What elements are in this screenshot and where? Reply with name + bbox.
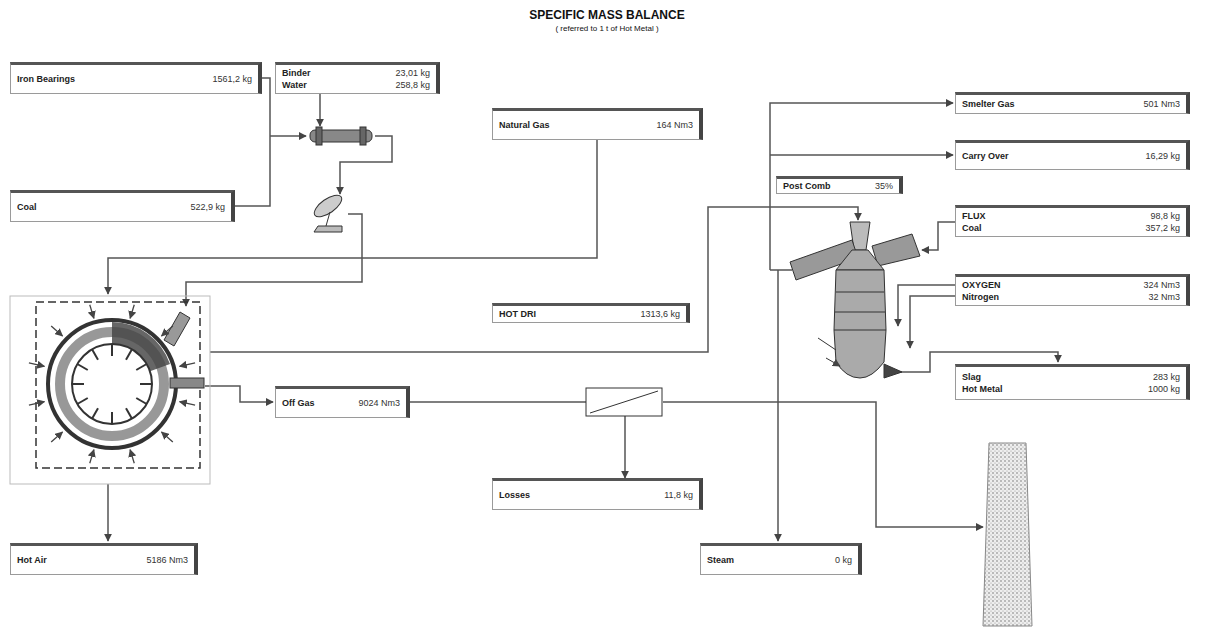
quantity-value: 324 Nm3 [1143, 280, 1180, 291]
quantity-value: 522,9 kg [190, 202, 225, 213]
stack [983, 443, 1032, 626]
stream-name: Hot Metal [962, 384, 1003, 395]
quantity-value: 1561,2 kg [212, 74, 252, 85]
stream-name: Binder [282, 68, 311, 79]
quantity-value: 258,8 kg [395, 80, 430, 91]
process-box: Carry Over 16,29 kg [955, 140, 1190, 170]
quantity-value: 5186 Nm3 [146, 555, 188, 566]
gas-cleaner [586, 388, 662, 416]
quantity-value: 1313,6 kg [640, 309, 680, 320]
process-box: HOT DRI 1313,6 kg [492, 303, 690, 323]
quantity-value: 164 Nm3 [656, 120, 693, 131]
stream-name: Water [282, 80, 311, 91]
quantity-value: 9024 Nm3 [358, 398, 400, 409]
process-box: Hot Air 5186 Nm3 [10, 543, 198, 575]
flow-lines [108, 78, 1058, 541]
stream-name: Losses [499, 490, 530, 501]
stream-name: Carry Over [962, 151, 1009, 162]
stream-name: OXYGEN [962, 280, 1001, 291]
process-box: Steam 0 kg [700, 543, 862, 575]
quantity-value: 0 kg [835, 555, 852, 566]
quantity-value: 11,8 kg [664, 490, 693, 501]
stream-name: Hot Air [17, 555, 47, 566]
process-box: Losses 11,8 kg [492, 478, 703, 510]
stream-name: Iron Bearings [17, 74, 75, 85]
quantity-value: 35% [875, 181, 893, 192]
stream-name: FLUX [962, 211, 986, 222]
stream-name: Nitrogen [962, 292, 1001, 303]
pelletizer-dish [311, 191, 345, 232]
process-box: Off Gas 9024 Nm3 [275, 386, 410, 418]
smelter-vessel [790, 222, 920, 378]
quantity-value: 501 Nm3 [1143, 99, 1180, 110]
quantity-value: 1000 kg [1148, 384, 1180, 395]
diagram-title: SPECIFIC MASS BALANCE [0, 8, 1214, 22]
process-box: Iron Bearings 1561,2 kg [10, 62, 262, 94]
process-box: Post Comb 35% [776, 176, 903, 194]
quantity-value: 357,2 kg [1145, 223, 1180, 234]
stream-name: Coal [17, 202, 37, 213]
stream-name: HOT DRI [499, 309, 536, 320]
process-box: Smelter Gas 501 Nm3 [955, 92, 1190, 114]
subtitle: ( referred to 1 t of Hot Metal ) [0, 24, 1214, 33]
process-box: Slag 283 kg Hot Metal 1000 kg [955, 364, 1190, 400]
quantity-value: 283 kg [1148, 372, 1180, 383]
rotary-hearth-furnace [10, 296, 210, 484]
stream-name: Off Gas [282, 398, 315, 409]
stream-name: Smelter Gas [962, 99, 1015, 110]
stream-name: Coal [962, 223, 986, 234]
quantity-value: 16,29 kg [1145, 151, 1180, 162]
stream-name: Steam [707, 555, 734, 566]
quantity-value: 98,8 kg [1145, 211, 1180, 222]
process-box: Coal 522,9 kg [10, 190, 235, 222]
process-box: OXYGEN 324 Nm3Nitrogen 32 Nm3 [955, 274, 1190, 306]
process-box: Natural Gas 164 Nm3 [492, 108, 703, 140]
quantity-value: 23,01 kg [395, 68, 430, 79]
process-box: Binder 23,01 kg Water 258,8 kg [275, 62, 440, 94]
stream-name: Natural Gas [499, 120, 550, 131]
process-box: FLUX 98,8 kg Coal 357,2 kg [955, 205, 1190, 237]
stream-name: Post Comb [783, 181, 831, 192]
mixer-drum [310, 127, 372, 145]
quantity-value: 32 Nm3 [1143, 292, 1180, 303]
stream-name: Slag [962, 372, 1003, 383]
